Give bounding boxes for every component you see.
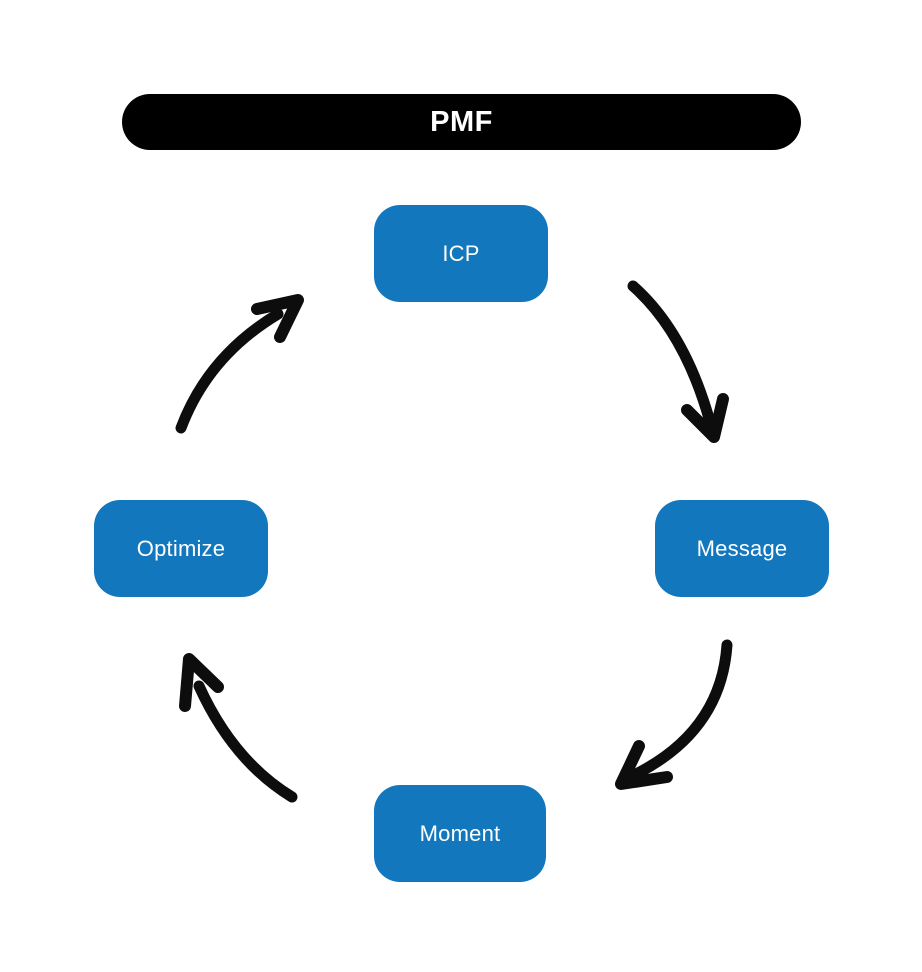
node-icp-label: ICP: [442, 240, 480, 266]
node-message[interactable]: Message: [655, 500, 829, 597]
arrow-optimize-to-icp[interactable]: [175, 294, 304, 434]
node-optimize[interactable]: Optimize: [94, 500, 268, 597]
title-pill[interactable]: PMF: [122, 94, 801, 150]
node-icp[interactable]: ICP: [374, 205, 548, 302]
arrow-message-to-moment[interactable]: [615, 639, 733, 790]
node-message-label: Message: [696, 535, 788, 561]
arrow-moment-to-optimize[interactable]: [179, 653, 298, 803]
title-label: PMF: [430, 105, 493, 138]
node-moment[interactable]: Moment: [374, 785, 546, 882]
arrow-icp-to-message[interactable]: [627, 280, 729, 443]
node-moment-label: Moment: [419, 820, 501, 846]
node-optimize-label: Optimize: [136, 535, 226, 561]
